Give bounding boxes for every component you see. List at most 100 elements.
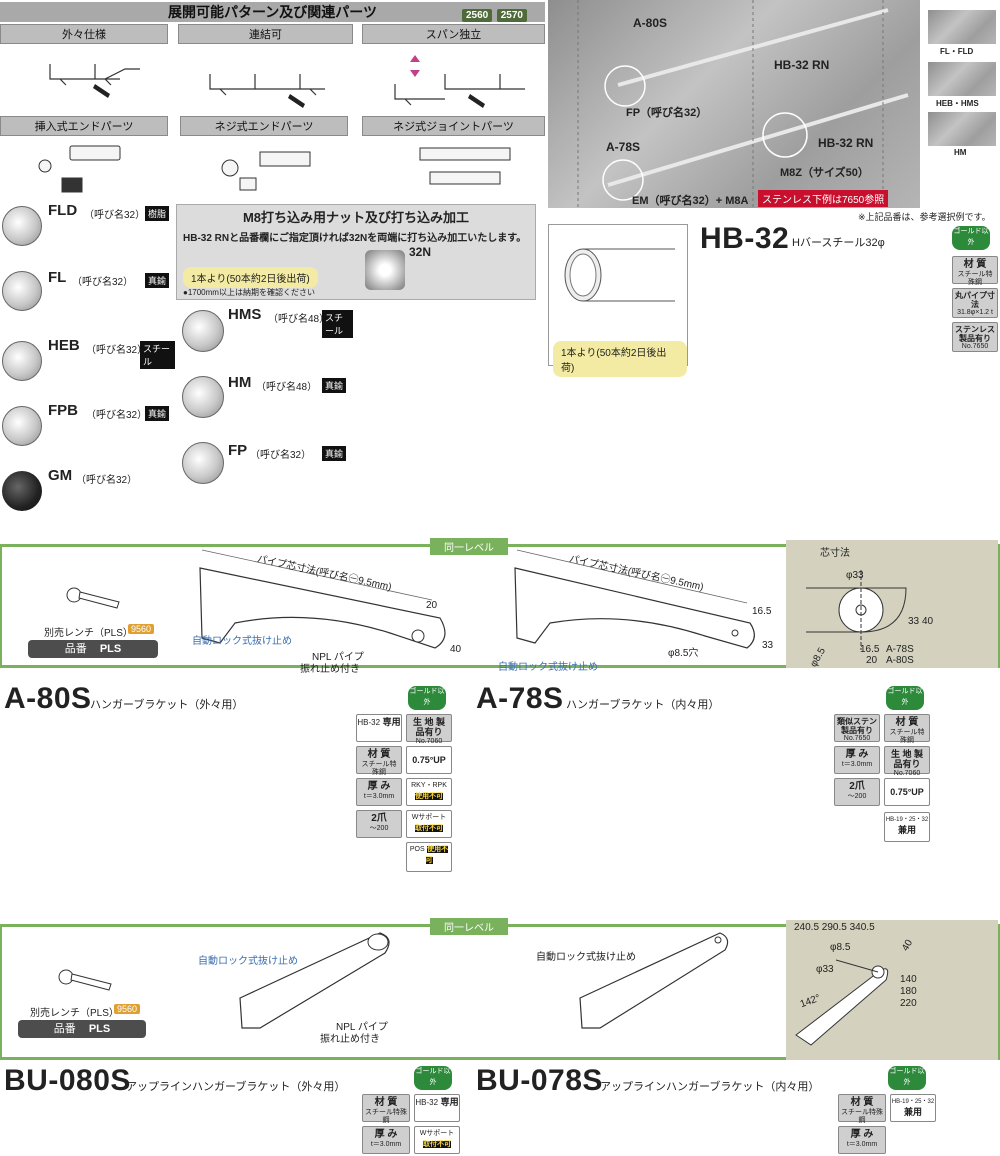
hm-name: HM bbox=[228, 374, 252, 391]
part-no-a: 品番 PLS bbox=[28, 640, 158, 658]
bu080s-spec-w: Wサポート 取付不可 bbox=[414, 1126, 460, 1154]
part-fld: FLD （呼び名32） 樹脂 bbox=[0, 198, 175, 258]
a78s-spec-hb-tag: 兼用 bbox=[897, 825, 916, 835]
bu080s-spec-w-tag: 取付不可 bbox=[423, 1141, 451, 1148]
bu078s-green: ゴールド以外 bbox=[888, 1066, 926, 1090]
fld-name: FLD bbox=[48, 202, 78, 219]
bu-dims-top: 240.5 290.5 340.5 bbox=[794, 922, 875, 933]
product-photo: A-80S HB-32 RN FP（呼び名32） A-78S HB-32 RN … bbox=[548, 0, 920, 208]
hms-image bbox=[182, 310, 224, 352]
bu080s-green: ゴールド以外 bbox=[414, 1066, 452, 1090]
hb32-image-box: 1本より(50本約2日後出荷) bbox=[548, 224, 688, 377]
bu-dim-drawing bbox=[795, 959, 889, 1046]
a78s-spec-sim-no: No.7650 bbox=[843, 735, 871, 743]
a78s-desc: ハンガーブラケット（内々用） bbox=[566, 699, 720, 711]
hb32-spec-mat-title: 材 質 bbox=[963, 259, 987, 270]
a80s-green: ゴールド以外 bbox=[408, 686, 446, 710]
hm-tag: 真鍮 bbox=[322, 378, 347, 393]
bu080s-spec-hb-label: HB-32 bbox=[415, 1098, 439, 1107]
pattern-drawings bbox=[49, 55, 525, 108]
photo-a78s: A-78S bbox=[606, 140, 641, 154]
core-dim-box: 芯寸法 φ33 33 40 φ8.5 16.5 20 A-78S A-80S bbox=[786, 540, 998, 669]
bu080s-spec-mat-sub: スチール特殊鋼 bbox=[365, 1108, 407, 1124]
fl-tag: 真鍮 bbox=[145, 273, 170, 288]
bu080s-spec-mat: 材 質 スチール特殊鋼 bbox=[362, 1094, 410, 1124]
nut-label: 32N bbox=[409, 245, 432, 259]
bu078s-spec-mat-sub: スチール特殊鋼 bbox=[841, 1108, 883, 1124]
part-no-b: 品番 PLS bbox=[18, 1020, 146, 1038]
a78s-spec-mat: 材 質 スチール特殊鋼 bbox=[884, 714, 930, 744]
side-label-2: HEB・HMS bbox=[936, 99, 979, 108]
top-header-title: 展開可能パターン及び関連パーツ bbox=[167, 4, 378, 20]
bu078s-spec-mat-label: 材 質 bbox=[850, 1097, 874, 1108]
photo-m8z: M8Z（サイズ50） bbox=[780, 167, 869, 179]
photo-side-panel: FL・FLD HEB・HMS HM bbox=[924, 0, 1000, 160]
a80s-spec-rky-label: RKY・RPK bbox=[411, 782, 447, 789]
fpb-tag: 真鍮 bbox=[145, 406, 170, 421]
a80s-spec-hb-tag: 専用 bbox=[382, 717, 401, 727]
wrench-a-icon bbox=[66, 587, 120, 609]
core-20: 20 bbox=[866, 655, 878, 666]
a80s-spec-mat-label: 材 質 bbox=[367, 749, 391, 760]
bracket-bu078s-drawing bbox=[579, 932, 729, 1029]
part-fp: FP （呼び名32） 真鍮 bbox=[178, 436, 353, 496]
hb32-spec-stain-title: ステンレス製品有り bbox=[955, 325, 995, 344]
a80s-spec-claw: 2爪 〜200 bbox=[356, 810, 402, 838]
dim-hole: φ8.5穴 bbox=[668, 648, 699, 659]
fld-tag: 樹脂 bbox=[145, 206, 170, 221]
a80s-spec-pos-label: POS bbox=[409, 846, 425, 853]
a80s-spec-w: Wサポート 取付不可 bbox=[406, 810, 452, 838]
bu078s-spec-thick-label: 厚 み bbox=[850, 1129, 874, 1140]
bu-dim-phi85: φ8.5 bbox=[830, 942, 851, 953]
heb-call: （呼び名32） bbox=[86, 345, 148, 356]
bu078s-spec-hb: HB-19・25・32 兼用 bbox=[890, 1094, 936, 1122]
a80s-model: A-80S bbox=[4, 682, 92, 715]
wrench-b-no: 9560 bbox=[114, 1004, 141, 1014]
endparts-col2: ネジ式エンドパーツ bbox=[180, 116, 348, 136]
a78s-spec-hb-label: HB-19・25・32 bbox=[885, 817, 929, 823]
a78s-spec-ki: 生 地 製品有り No.7060 bbox=[884, 746, 930, 777]
bu-dim-phi33: φ33 bbox=[816, 964, 834, 975]
core-dim-drawing bbox=[806, 570, 907, 650]
badge-2560: 2560 bbox=[462, 9, 493, 22]
gm-call: （呼び名32） bbox=[76, 475, 138, 486]
core-a78: A-78S bbox=[886, 644, 914, 655]
wrench-b-label: 別売レンチ（PLS） bbox=[30, 1008, 119, 1019]
core-165: 16.5 bbox=[860, 644, 880, 655]
core-title: 芯寸法 bbox=[820, 548, 850, 559]
a80s-spec-claw-label: 2爪 bbox=[371, 813, 387, 824]
core-a80: A-80S bbox=[886, 655, 914, 666]
bu080s-spec-mat-label: 材 質 bbox=[374, 1097, 398, 1108]
section-b-level-tag: 同一レベル bbox=[430, 918, 508, 935]
hms-call: （呼び名48） bbox=[268, 314, 330, 325]
fp-name: FP bbox=[228, 442, 248, 459]
side-thumb-3 bbox=[928, 112, 996, 146]
part-no-a-label: 品番 bbox=[64, 643, 87, 655]
hm-call: （呼び名48） bbox=[256, 382, 318, 393]
npl2-a80s: 振れ止め付き bbox=[300, 664, 360, 675]
part-hm: HM （呼び名48） 真鍮 bbox=[178, 370, 353, 430]
fp-image bbox=[182, 442, 224, 484]
bracket-bu080s-drawing bbox=[239, 932, 390, 1029]
a80s-spec-thick-label: 厚 み bbox=[367, 781, 391, 792]
hb32-spec-stain-sub: No.7650 bbox=[961, 343, 989, 351]
fl-name: FL bbox=[48, 269, 67, 286]
a78s-spec-sim-label: 類似ステン製品有り bbox=[837, 717, 877, 736]
hms-tag: スチール bbox=[322, 310, 353, 338]
m8-title: M8打ち込み用ナット及び打ち込み加工 bbox=[242, 210, 470, 225]
lock-a78s: 自動ロック式抜け止め bbox=[498, 662, 598, 673]
pattern-col2: 連結可 bbox=[178, 24, 353, 44]
dim-165: 16.5 bbox=[752, 606, 772, 617]
a80s-spec-ki: 生 地 製品有り No.7060 bbox=[406, 714, 452, 745]
bu078s-spec-thick-sub: t＝3.0mm bbox=[846, 1140, 878, 1148]
a80s-spec-pos: POS 使用不可 bbox=[406, 842, 452, 872]
wrench-a-label: 別売レンチ（PLS） bbox=[44, 628, 133, 639]
a80s-spec-hb-label: HB-32 bbox=[357, 718, 381, 727]
top-header: 展開可能パターン及び関連パーツ bbox=[0, 2, 545, 22]
bu-dim-140: 140 bbox=[900, 974, 917, 985]
core-33: 33 bbox=[908, 616, 920, 627]
bu-dim-box: 240.5 290.5 340.5 φ8.5 40 φ33 140 180 22… bbox=[786, 920, 998, 1060]
bu080s-spec-hb: HB-32 専用 bbox=[414, 1094, 460, 1122]
fld-image bbox=[2, 206, 42, 246]
hb32-spec-pipe-title: 丸パイプ寸法 bbox=[955, 291, 995, 310]
